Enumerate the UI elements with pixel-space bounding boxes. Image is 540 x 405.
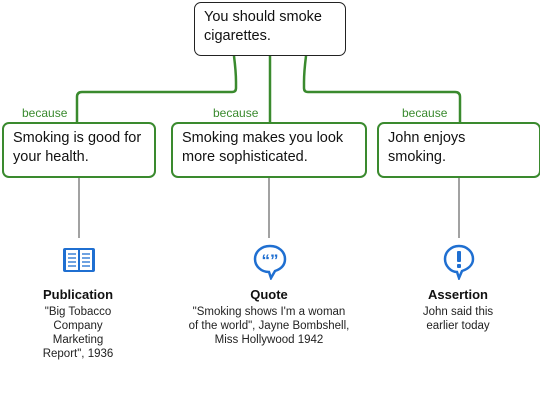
main-claim[interactable]: You should smoke cigarettes. <box>194 2 346 56</box>
exclamation-icon <box>443 244 475 280</box>
source-type-quote: Quote <box>250 287 288 302</box>
because-label-middle: because <box>213 106 259 120</box>
svg-text:“”: “” <box>262 251 279 270</box>
reason-health[interactable]: Smoking is good for your health. <box>2 122 156 178</box>
quote-icon: “” <box>253 244 287 280</box>
book-icon <box>63 248 95 272</box>
support-line-left <box>75 55 238 122</box>
source-type-assertion: Assertion <box>428 287 488 302</box>
reason-enjoyment[interactable]: John enjoys smoking. <box>377 122 540 178</box>
because-label-right: because <box>402 106 448 120</box>
reason-sophisticated[interactable]: Smoking makes you look more sophisticate… <box>171 122 367 178</box>
source-text-publication: "Big Tobacco Company Marketing Report", … <box>42 306 114 360</box>
source-text-assertion: John said this earlier today <box>422 306 494 332</box>
source-text-quote: "Smoking shows I'm a woman of the world"… <box>188 306 350 346</box>
because-label-left: because <box>22 106 68 120</box>
source-type-publication: Publication <box>42 287 114 302</box>
support-line-right <box>302 55 462 122</box>
